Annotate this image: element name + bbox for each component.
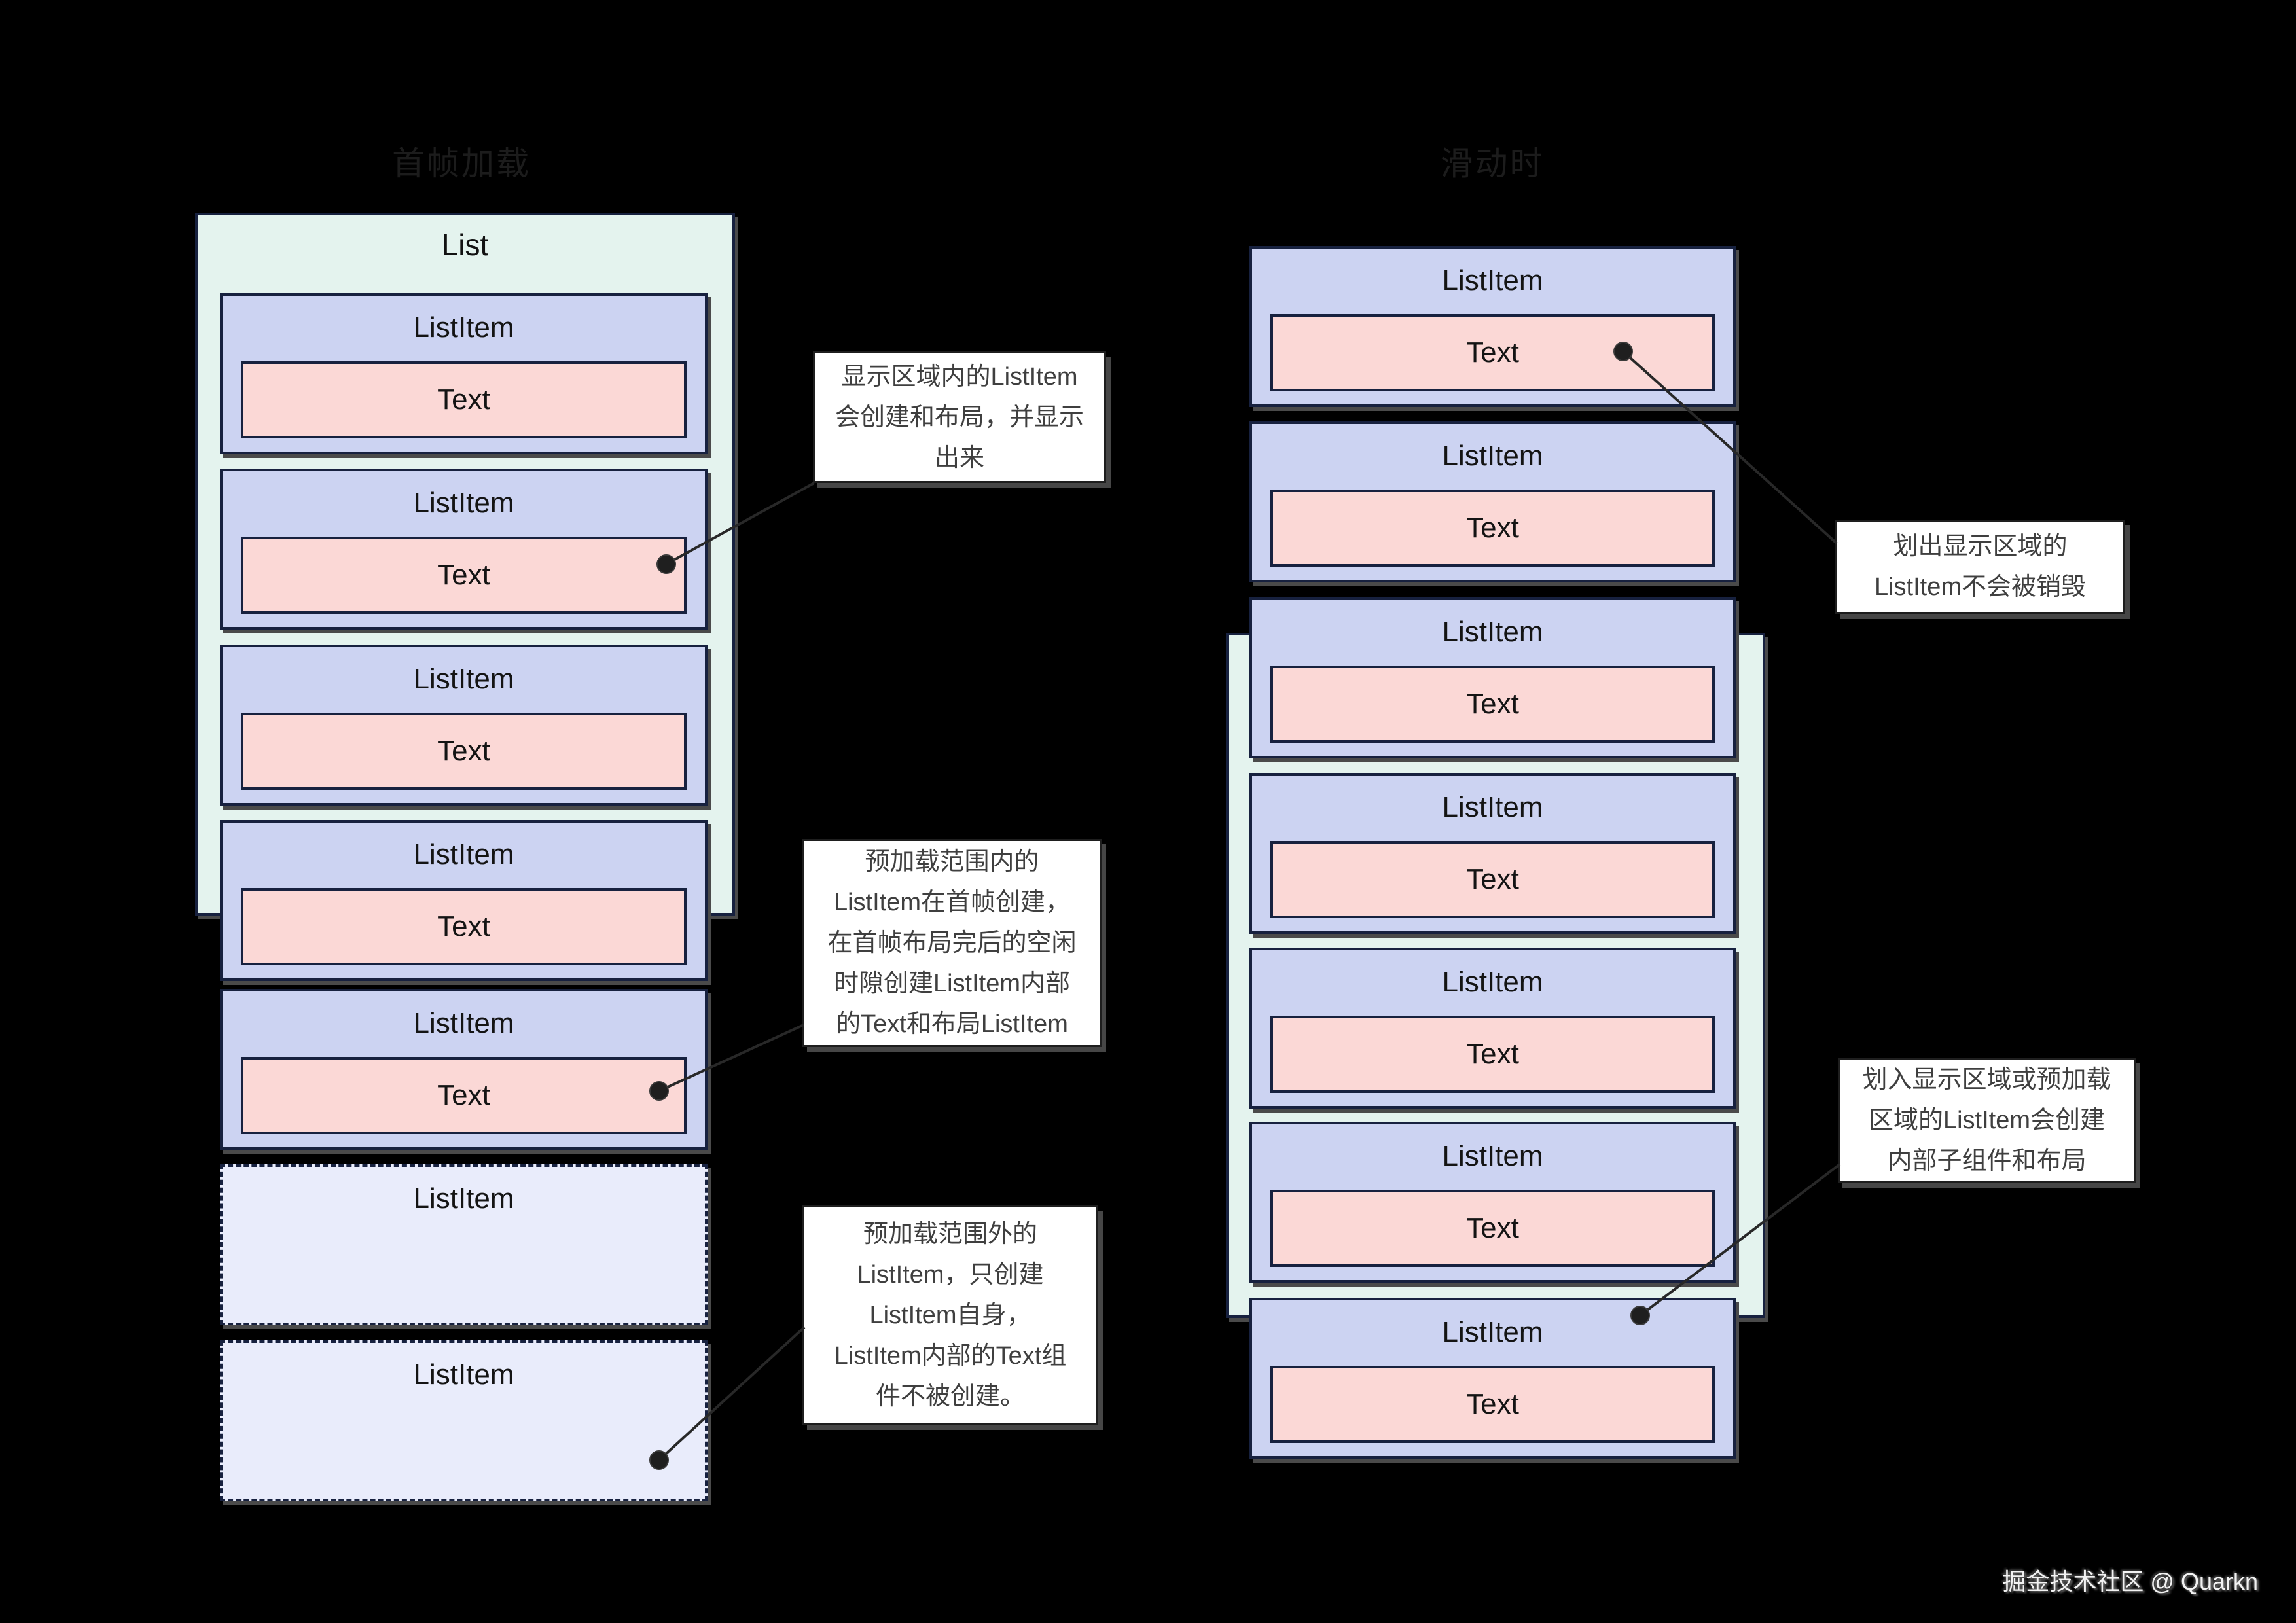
listitem-box: ListItem Text: [220, 293, 708, 454]
annotation-line: 在首帧布局完后的空闲: [827, 929, 1077, 957]
listitem-label: ListItem: [1442, 791, 1543, 823]
annotation-line: ListItem，只创建: [857, 1260, 1044, 1289]
text-box: Text: [241, 361, 687, 438]
listitem-box: ListItem Text: [1249, 948, 1736, 1109]
annotation-preload-inside: 预加载范围内的 ListItem在首帧创建， 在首帧布局完后的空闲 时隙创建Li…: [802, 839, 1102, 1047]
text-box: Text: [1270, 1190, 1715, 1267]
listitem-box: ListItem Text: [220, 989, 708, 1150]
text-box: Text: [1270, 841, 1715, 918]
annotation-line: 划入显示区域或预加载: [1862, 1066, 2111, 1094]
annotation-line: ListItem在首帧创建，: [833, 889, 1071, 916]
listitem-box: ListItem Text: [1249, 421, 1736, 582]
listitem-box: ListItem Text: [1249, 246, 1736, 407]
annotation-line: 件不被创建。: [875, 1382, 1025, 1410]
annotation-line: 的Text和布局ListItem: [836, 1010, 1068, 1038]
text-label: Text: [437, 1079, 490, 1111]
listitem-box: ListItem Text: [220, 645, 708, 806]
text-label: Text: [1466, 863, 1519, 895]
listitem-label: ListItem: [1442, 616, 1543, 648]
annotation-line: 出来: [934, 444, 984, 472]
annotation-scroll-out: 划出显示区域的 ListItem不会被销毁: [1835, 520, 2125, 614]
listitem-label: ListItem: [413, 487, 514, 519]
annotation-line: 预加载范围内的: [865, 848, 1039, 876]
text-box: Text: [1270, 1016, 1715, 1093]
listitem-box: ListItem Text: [1249, 1122, 1736, 1283]
annotation-scroll-in: 划入显示区域或预加载 区域的ListItem会创建 内部子组件和布局: [1838, 1058, 2136, 1183]
annotation-line: ListItem不会被销毁: [1874, 573, 2087, 601]
listitem-label: ListItem: [1442, 966, 1543, 998]
watermark: 掘金技术社区 @ Quarkn: [2002, 1568, 2258, 1595]
listitem-box: ListItem Text: [220, 469, 708, 630]
annotation-line: 时隙创建ListItem内部: [833, 970, 1071, 997]
text-label: Text: [1466, 1038, 1519, 1070]
text-label: Text: [1466, 512, 1519, 544]
text-label: Text: [437, 910, 490, 942]
text-box: Text: [1270, 490, 1715, 567]
annotation-preload-outside: 预加载范围外的 ListItem，只创建 ListItem自身， ListIte…: [802, 1205, 1098, 1425]
listitem-label: ListItem: [1442, 1316, 1543, 1348]
listitem-box-uncreated: ListItem: [220, 1340, 708, 1501]
text-box: Text: [1270, 666, 1715, 743]
listitem-label: ListItem: [413, 1007, 514, 1039]
right-section-title: 滑动时: [1440, 145, 1545, 182]
text-box: Text: [241, 537, 687, 614]
annotation-line: ListItem自身，: [869, 1301, 1031, 1329]
annotation-display-area: 显示区域内的ListItem 会创建和布局，并显示 出来: [813, 351, 1106, 483]
text-label: Text: [1466, 1212, 1519, 1244]
listitem-label: ListItem: [1442, 1140, 1543, 1172]
annotation-line: ListItem内部的Text组: [834, 1342, 1067, 1370]
text-label: Text: [437, 735, 490, 767]
listitem-label: ListItem: [413, 312, 514, 344]
text-label: Text: [437, 559, 490, 591]
listitem-box: ListItem Text: [220, 820, 708, 981]
listitem-label: ListItem: [413, 663, 514, 695]
listitem-label: ListItem: [1442, 264, 1543, 296]
annotation-line: 预加载范围外的: [863, 1220, 1037, 1248]
text-box: Text: [1270, 314, 1715, 391]
annotation-line: 区域的ListItem会创建: [1868, 1107, 2106, 1134]
text-box: Text: [241, 1057, 687, 1134]
text-label: Text: [1466, 336, 1519, 368]
annotation-line: 内部子组件和布局: [1887, 1147, 2087, 1175]
annotation-line: 划出显示区域的: [1893, 533, 2068, 560]
listitem-label: ListItem: [413, 1359, 514, 1391]
listitem-box-uncreated: ListItem: [220, 1164, 708, 1325]
text-box: Text: [1270, 1366, 1715, 1443]
list-label: List: [441, 228, 489, 262]
left-section-title: 首帧加载: [392, 145, 531, 182]
annotation-line: 会创建和布局，并显示: [834, 403, 1084, 431]
annotation-line: 显示区域内的ListItem: [841, 363, 1078, 391]
listitem-box: ListItem Text: [1249, 1298, 1736, 1459]
text-box: Text: [241, 713, 687, 790]
listitem-box: ListItem Text: [1249, 773, 1736, 934]
text-label: Text: [1466, 688, 1519, 720]
listitem-label: ListItem: [413, 838, 514, 870]
listitem-label: ListItem: [413, 1183, 514, 1215]
text-label: Text: [1466, 1388, 1519, 1420]
text-box: Text: [241, 888, 687, 965]
listitem-box: ListItem Text: [1249, 597, 1736, 758]
text-label: Text: [437, 383, 490, 416]
listitem-label: ListItem: [1442, 440, 1543, 472]
